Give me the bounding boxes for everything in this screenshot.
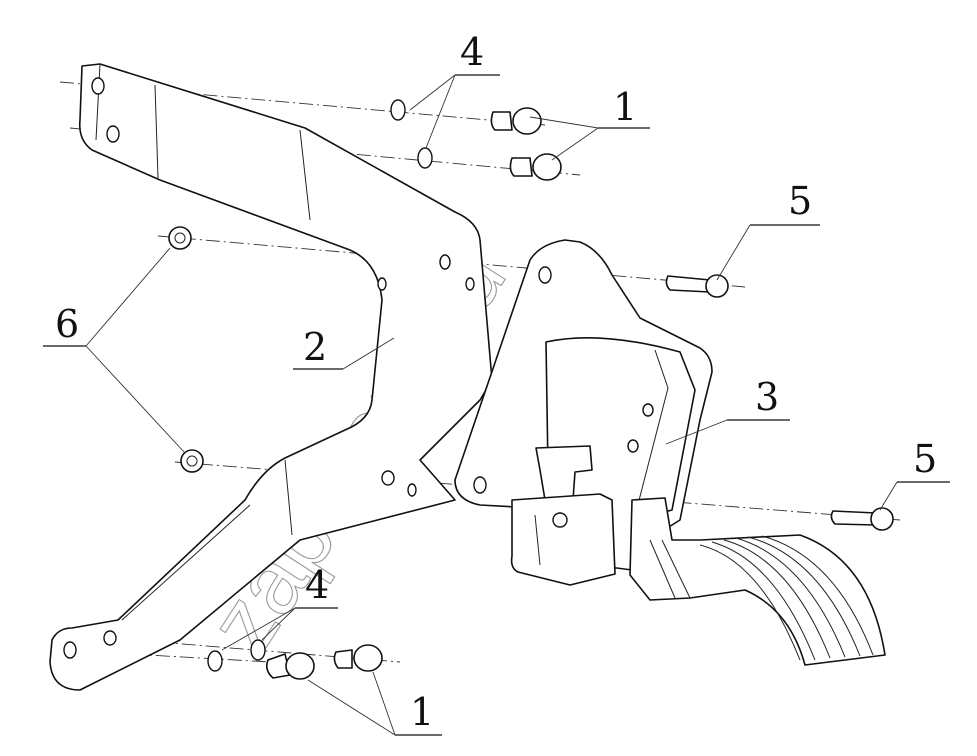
callout-5-lower: 5 <box>913 437 937 481</box>
spring-washers <box>207 99 433 672</box>
accelerator-pedal-module <box>454 239 886 666</box>
nuts <box>168 226 204 473</box>
callout-labels: 4 1 5 6 2 3 5 4 1 <box>55 30 937 734</box>
callout-1-bottom: 1 <box>410 690 434 734</box>
callout-5-upper: 5 <box>788 179 812 223</box>
callout-6: 6 <box>55 302 79 346</box>
callout-4-top: 4 <box>460 30 484 74</box>
callout-2: 2 <box>303 325 327 369</box>
mounting-bracket <box>49 63 493 691</box>
leader-lines <box>43 74 950 736</box>
callout-3: 3 <box>755 375 779 419</box>
bolts <box>266 107 894 680</box>
callout-1-top: 1 <box>613 85 637 129</box>
callout-4-bottom: 4 <box>305 563 329 607</box>
